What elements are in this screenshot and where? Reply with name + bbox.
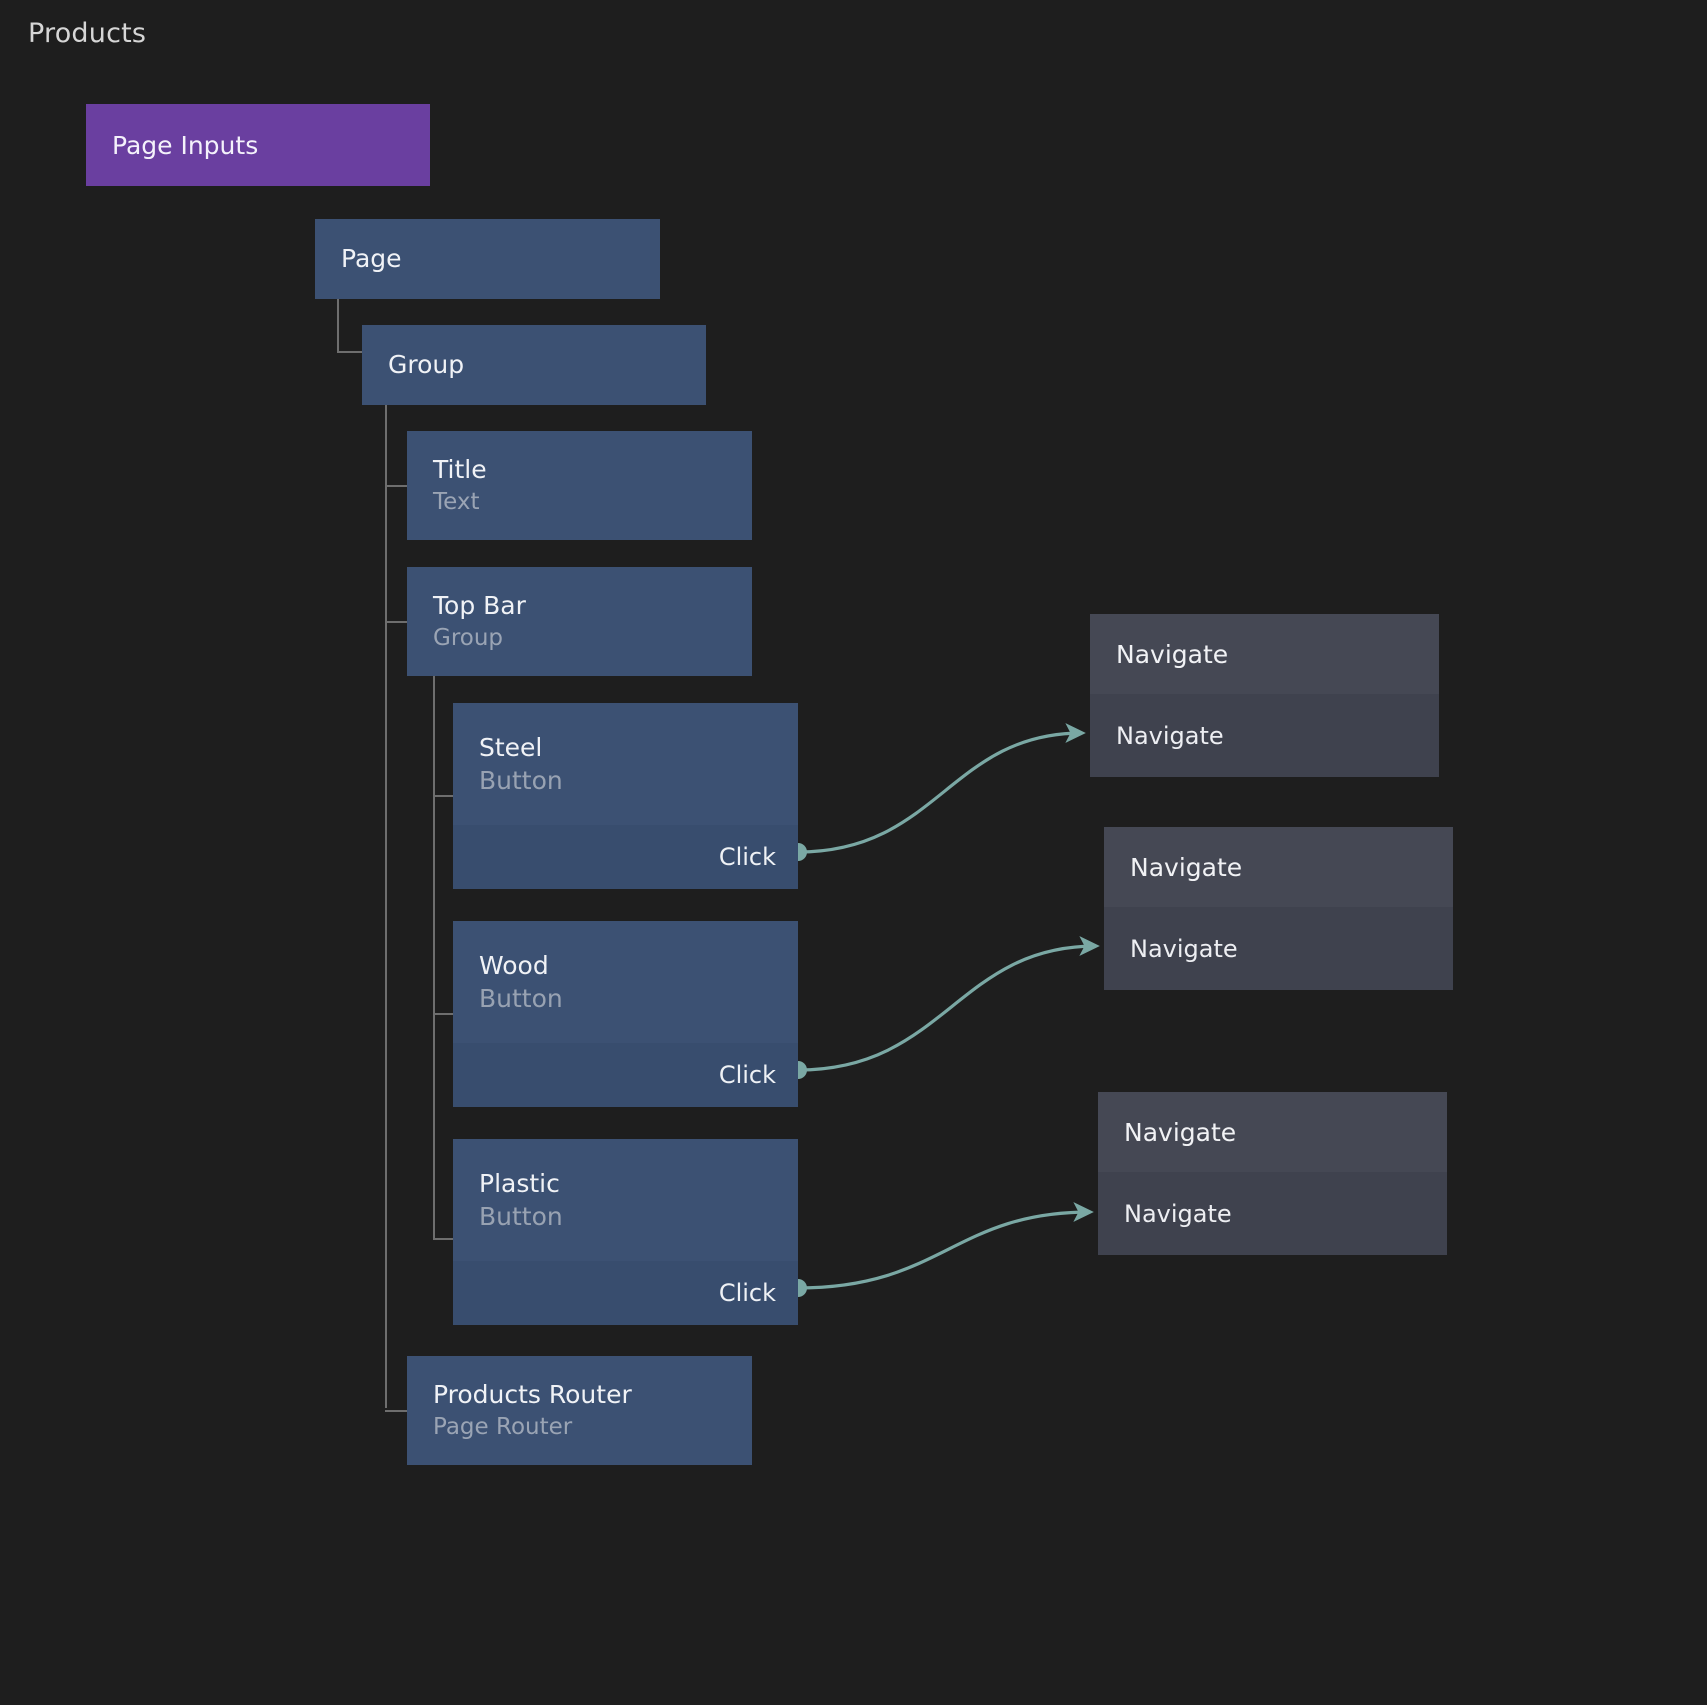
node-products-router-title: Products Router — [433, 1380, 632, 1410]
tree-rail-group-children — [385, 485, 407, 487]
node-button-subtitle: Button — [479, 1201, 563, 1231]
node-action-header: Navigate — [1098, 1092, 1447, 1172]
node-button-title: Plastic — [479, 1168, 560, 1198]
node-action-row[interactable]: Navigate — [1090, 694, 1439, 777]
node-page-inputs[interactable]: Page Inputs — [86, 104, 430, 186]
node-action-header-label: Navigate — [1130, 852, 1243, 882]
edge-steel-click-to-navigate-1 — [797, 723, 1086, 854]
tree-rail-group-children — [385, 405, 387, 1408]
node-action-row-label: Navigate — [1130, 934, 1238, 963]
node-button-title: Wood — [479, 950, 549, 980]
event-label-click: Click — [718, 843, 776, 871]
node-button-event-row[interactable]: Click — [453, 1043, 798, 1107]
node-products-router-subtitle: Page Router — [433, 1413, 573, 1440]
tree-rail-topbar-children — [433, 676, 435, 1240]
node-title-subtitle: Text — [433, 488, 480, 515]
node-page[interactable]: Page — [315, 219, 660, 299]
edge-plastic-click-to-navigate-3 — [797, 1202, 1094, 1290]
node-page-title: Page — [341, 244, 402, 274]
node-action-row-label: Navigate — [1124, 1199, 1232, 1228]
node-title[interactable]: Title Text — [407, 431, 752, 540]
node-action-header-label: Navigate — [1124, 1117, 1237, 1147]
node-button-event-row[interactable]: Click — [453, 825, 798, 889]
node-top-bar[interactable]: Top Bar Group — [407, 567, 752, 676]
node-top-bar-subtitle: Group — [433, 624, 504, 651]
event-label-click: Click — [718, 1061, 776, 1089]
page-title: Products — [28, 18, 147, 49]
node-button-subtitle: Button — [479, 983, 563, 1013]
node-action-row[interactable]: Navigate — [1104, 907, 1453, 990]
tree-rail-page-to-group — [337, 351, 362, 353]
node-action-header: Navigate — [1104, 827, 1453, 907]
node-group[interactable]: Group — [362, 325, 706, 405]
edge-wood-click-to-navigate-2 — [797, 936, 1100, 1072]
node-button-event-row[interactable]: Click — [453, 1261, 798, 1325]
node-page-inputs-label: Page Inputs — [112, 130, 259, 160]
node-action-row[interactable]: Navigate — [1098, 1172, 1447, 1255]
node-action-header: Navigate — [1090, 614, 1439, 694]
tree-rail-group-children — [385, 621, 407, 623]
tree-rail-topbar-children — [433, 1013, 453, 1015]
node-button-title: Steel — [479, 732, 543, 762]
tree-rail-group-children — [385, 1410, 407, 1412]
node-button-subtitle: Button — [479, 765, 563, 795]
tree-rail-page-to-group — [337, 299, 339, 353]
node-products-router[interactable]: Products Router Page Router — [407, 1356, 752, 1465]
tree-rail-topbar-children — [433, 795, 453, 797]
node-action-header-label: Navigate — [1116, 639, 1229, 669]
node-group-title: Group — [388, 350, 465, 380]
node-top-bar-title: Top Bar — [433, 591, 526, 621]
tree-rail-topbar-children — [433, 1238, 453, 1240]
event-label-click: Click — [718, 1279, 776, 1307]
node-action-row-label: Navigate — [1116, 721, 1224, 750]
node-title-title: Title — [433, 455, 487, 485]
